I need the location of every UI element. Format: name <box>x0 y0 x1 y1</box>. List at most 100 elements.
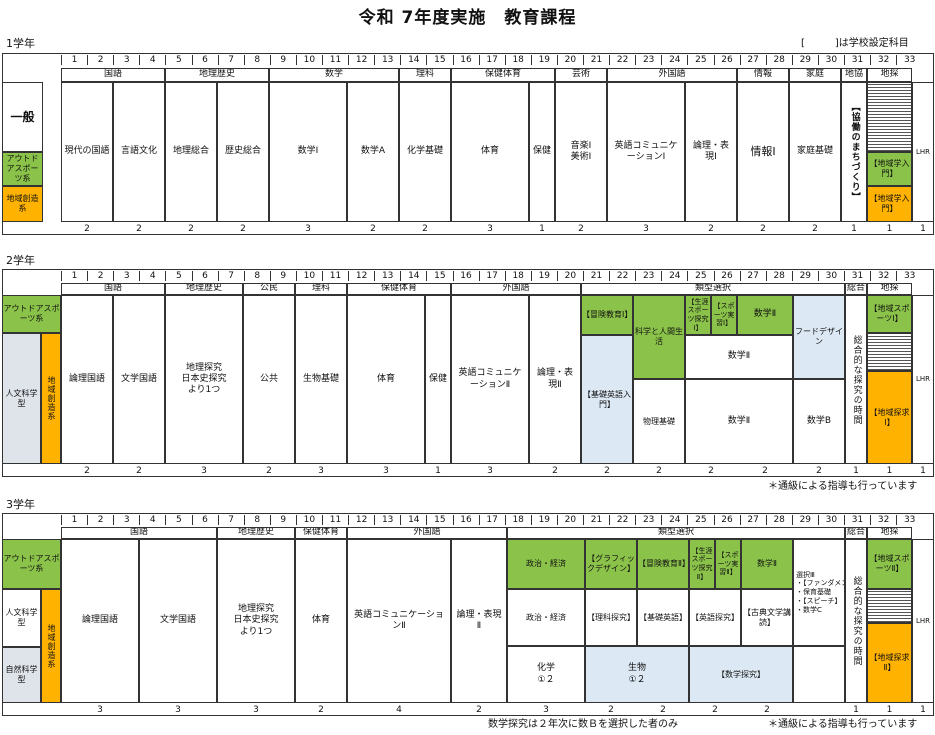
y2-credit: 3 <box>201 466 207 476</box>
column-number: 24 <box>661 55 687 65</box>
column-number: 22 <box>609 271 635 281</box>
y2-credit: 1 <box>435 466 441 476</box>
y1-credit: 1 <box>851 224 857 234</box>
y1-subject: 歴史総合 <box>217 82 269 222</box>
y1-subject-lhr: LHR <box>912 82 934 222</box>
y2-group: 地理歴史 <box>165 283 243 295</box>
y1-side-outdoor: アウトドアスポーツ系 <box>2 152 43 186</box>
column-number: 28 <box>765 271 792 281</box>
y2-subject: 【地域探求Ⅰ】 <box>867 371 912 464</box>
y2-side-outdoor: アウトドアスポーツ系 <box>2 295 61 333</box>
column-number: 14 <box>400 271 426 281</box>
column-number: 22 <box>609 55 635 65</box>
column-number: 3 <box>113 55 139 65</box>
y3-credit: 2 <box>608 705 614 715</box>
column-number: 9 <box>269 271 296 281</box>
column-number: 32 <box>870 515 896 525</box>
column-number: 16 <box>452 515 479 525</box>
column-number: 24 <box>661 515 687 525</box>
column-number: 12 <box>348 55 374 65</box>
y3-credit: 2 <box>764 705 770 715</box>
column-number: 30 <box>817 271 844 281</box>
y1-credit: 2 <box>708 224 714 234</box>
y2-subject: 論理国語 <box>61 295 113 464</box>
y2-subject: 文学国語 <box>113 295 165 464</box>
column-number: 19 <box>530 55 557 65</box>
column-number: 25 <box>687 55 713 65</box>
y1-subject: 【地域学入門】 <box>867 152 912 186</box>
column-number: 21 <box>583 55 609 65</box>
y3-subject: 【冒険教育Ⅱ】 <box>637 539 689 589</box>
y2-credit: 2 <box>708 466 714 476</box>
y1-subject: 家庭基礎 <box>789 82 841 222</box>
y1-credit: 2 <box>578 224 584 234</box>
column-number: 30 <box>817 515 844 525</box>
column-number: 33 <box>896 515 922 525</box>
y1-subject: 【協働のまちづくり】 <box>841 82 867 222</box>
y3-subject: 【基礎英語】 <box>637 589 689 646</box>
column-number: 12 <box>348 271 374 281</box>
column-number: 8 <box>243 515 270 525</box>
y3-side-science: 自然科学型 <box>2 647 41 703</box>
column-number: 21 <box>583 515 609 525</box>
column-number: 23 <box>635 271 661 281</box>
y3-side-humanities: 人文科学型 <box>2 589 41 647</box>
y1-credit: 3 <box>643 224 649 234</box>
column-number: 1 <box>61 271 87 281</box>
year2-label: 2学年 <box>6 254 35 267</box>
column-number: 23 <box>635 55 661 65</box>
column-number: 12 <box>348 515 374 525</box>
column-number: 2 <box>87 55 113 65</box>
y3-subject: 体育 <box>295 539 347 703</box>
column-number: 31 <box>844 271 870 281</box>
y1-subject: 保健 <box>529 82 555 222</box>
y3-group: 保健体育 <box>295 527 347 539</box>
column-number: 18 <box>504 55 531 65</box>
column-number: 3 <box>113 515 139 525</box>
column-number: 13 <box>374 271 400 281</box>
y1-subject: 音楽Ⅰ 美術Ⅰ <box>555 82 607 222</box>
y2-subject: 総合的な探究の時間 <box>845 295 867 464</box>
y3-subject: 英語コミュニケーションⅡ <box>347 539 451 703</box>
y3-credit: 2 <box>712 705 718 715</box>
y3-credit: 1 <box>853 705 859 715</box>
column-number: 15 <box>426 55 452 65</box>
y1-credit: 1 <box>539 224 545 234</box>
y2-credit: 2 <box>604 466 610 476</box>
column-number: 20 <box>556 515 583 525</box>
column-number: 7 <box>217 55 244 65</box>
column-number: 28 <box>765 55 792 65</box>
y3-credit: 2 <box>318 705 324 715</box>
y2-subject: 【地域スポーツⅠ】 <box>867 295 912 333</box>
column-number: 20 <box>556 55 583 65</box>
y3-subject: 選択Ⅲ ・【ファンダメンタルスピーチ】 ・保育基礎 ・【スピーチ】 ・数学C <box>793 539 845 646</box>
column-number: 16 <box>452 271 479 281</box>
y2-subject: 公共 <box>243 295 295 464</box>
y1-group: 情報 <box>737 68 789 82</box>
column-number: 5 <box>165 271 191 281</box>
y2-group: 国語 <box>61 283 165 295</box>
column-number: 26 <box>713 271 740 281</box>
column-number: 29 <box>791 271 818 281</box>
y3-note-support: ＊通級による指導も行っています <box>768 719 918 730</box>
column-number: 29 <box>791 55 818 65</box>
y3-credit: 3 <box>253 705 259 715</box>
y1-group: 家庭 <box>789 68 841 82</box>
y3-subject: 【理科探究】 <box>585 589 637 646</box>
column-number: 29 <box>791 515 818 525</box>
y2-credit: 2 <box>762 466 768 476</box>
column-number: 5 <box>165 515 191 525</box>
y1-credit: 1 <box>886 224 893 234</box>
y2-credit: 2 <box>816 466 822 476</box>
y1-subject: 体育 <box>451 82 529 222</box>
y2-subject: 【生涯スポーツ探究Ⅰ】 <box>685 295 711 335</box>
y3-side-outdoor: アウトドアスポーツ系 <box>2 539 61 589</box>
column-number: 16 <box>452 55 479 65</box>
y2-subject: 数学B <box>793 379 845 464</box>
y1-credit: 2 <box>760 224 766 234</box>
column-number: 15 <box>426 515 452 525</box>
y3-credit: 3 <box>175 705 181 715</box>
y2-group: 保健体育 <box>347 283 451 295</box>
y2-subject: 生物基礎 <box>295 295 347 464</box>
y1-group: 外国語 <box>607 68 737 82</box>
